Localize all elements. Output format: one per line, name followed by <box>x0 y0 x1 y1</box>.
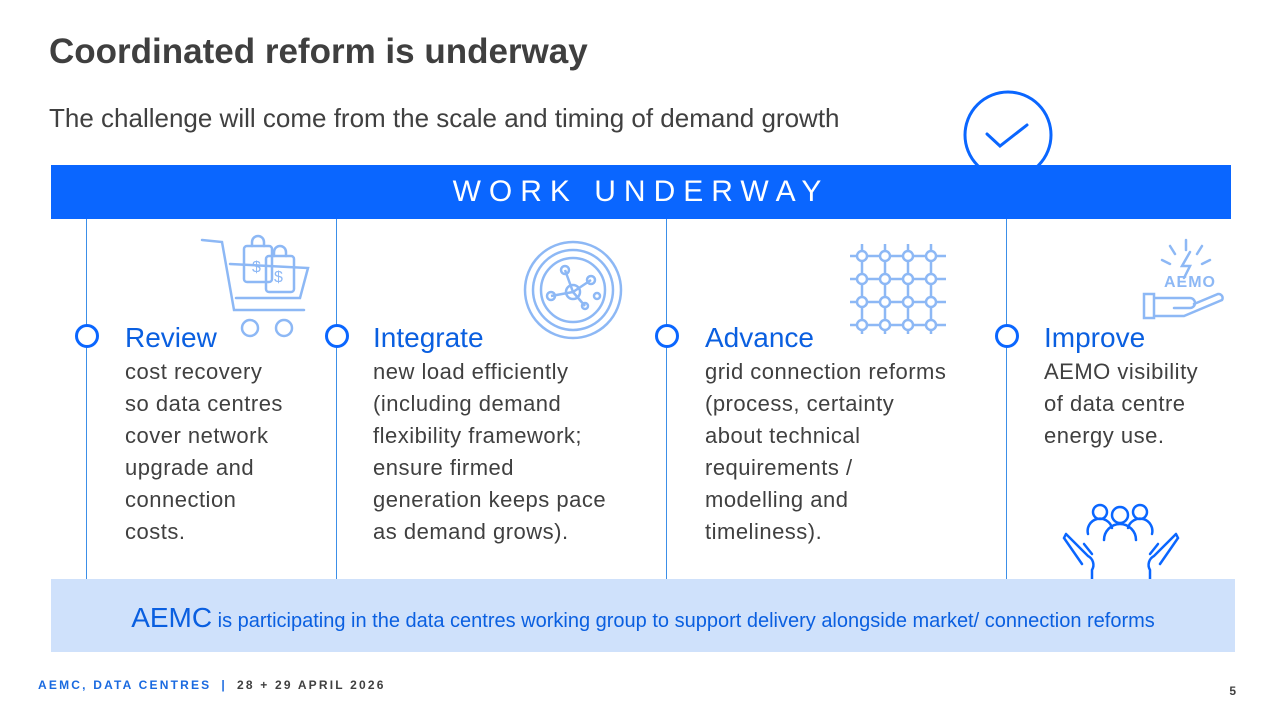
timeline-dot <box>325 324 349 348</box>
integrate-text: new load efficiently (including demand fle… <box>373 356 606 548</box>
text-line: costs. <box>125 519 186 544</box>
page-title: Coordinated reform is underway <box>49 32 588 71</box>
svg-text:$: $ <box>252 259 261 276</box>
network-node-icon <box>523 240 623 340</box>
text-line: about technical <box>705 423 861 448</box>
summary-org: AEMC <box>131 602 213 633</box>
page-number: 5 <box>1229 684 1236 698</box>
text-line: requirements / <box>705 455 853 480</box>
column-divider <box>1006 219 1007 580</box>
aemo-icon-text: AEMO <box>1164 274 1216 291</box>
advance-text: grid connection reforms (process, certain… <box>705 356 946 548</box>
text-line: (including demand <box>373 391 562 416</box>
text-line: new load efficiently <box>373 359 569 384</box>
text-line: cost recovery <box>125 359 263 384</box>
summary-box: AEMC is participating in the data centre… <box>51 579 1235 652</box>
text-line: of data centre <box>1044 391 1186 416</box>
integrate-heading: Integrate <box>373 322 484 353</box>
timeline-dot <box>75 324 99 348</box>
advance-heading: Advance <box>705 322 814 353</box>
column-divider <box>86 219 87 580</box>
text-line: connection <box>125 487 237 512</box>
footer-org: AEMC, DATA CENTRES <box>38 678 212 692</box>
svg-text:$: $ <box>274 269 283 286</box>
checkmark-circle-icon <box>963 90 1053 180</box>
footer-date: 28 + 29 APRIL 2026 <box>236 678 386 692</box>
column-divider <box>336 219 337 580</box>
summary-text: is participating in the data centres wor… <box>212 610 1155 632</box>
review-text: cost recovery so data centres cover networ… <box>125 356 283 548</box>
timeline-dot <box>995 324 1019 348</box>
footer: AEMC, DATA CENTRES | 28 + 29 APRIL 2026 <box>38 678 386 692</box>
improve-heading: Improve <box>1044 322 1146 353</box>
page-subtitle: The challenge will come from the scale a… <box>49 103 840 133</box>
text-line: energy use. <box>1044 423 1165 448</box>
hand-energy-icon: AEMO <box>1140 232 1230 327</box>
text-line: grid connection reforms <box>705 359 947 384</box>
text-line: cover network <box>125 423 269 448</box>
timeline-dot <box>655 324 679 348</box>
text-line: generation keeps pace <box>373 487 607 512</box>
text-line: upgrade and <box>125 455 255 480</box>
text-line: so data centres <box>125 391 283 416</box>
text-line: modelling and <box>705 487 849 512</box>
column-divider <box>666 219 667 580</box>
text-line: (process, certainty <box>705 391 895 416</box>
people-hands-icon <box>1062 503 1180 592</box>
improve-text: AEMO visibility of data centre energy use. <box>1044 356 1198 452</box>
review-heading: Review <box>125 322 217 353</box>
text-line: ensure firmed <box>373 455 515 480</box>
text-line: as demand grows). <box>373 519 569 544</box>
text-line: flexibility framework; <box>373 423 583 448</box>
text-line: timeliness). <box>705 519 823 544</box>
shopping-cart-icon: $$ <box>200 234 310 338</box>
text-line: AEMO visibility <box>1044 359 1199 384</box>
grid-icon <box>850 244 946 334</box>
work-underway-banner: WORK UNDERWAY <box>51 165 1231 219</box>
footer-separator: | <box>221 678 227 692</box>
